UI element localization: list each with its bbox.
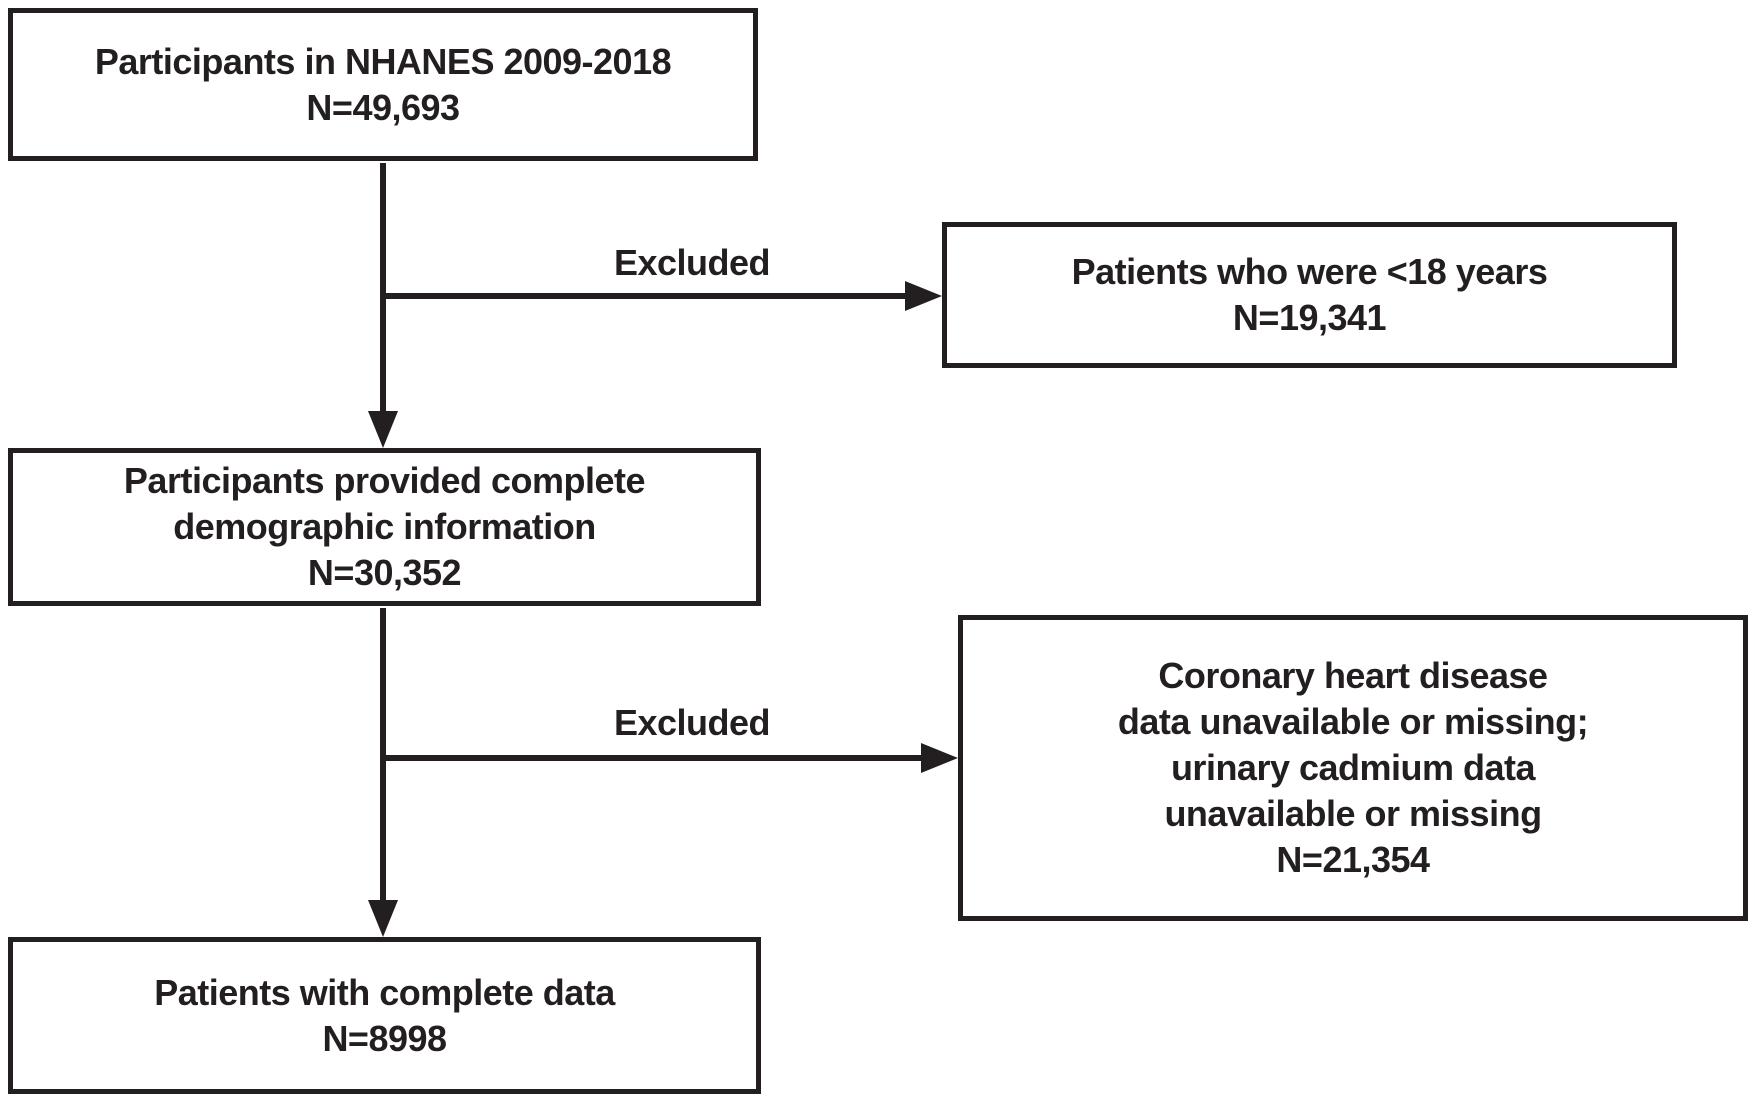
excluded-label-2: Excluded: [613, 702, 771, 743]
node-count-line: N=30,352: [307, 552, 462, 593]
node-complete-demographic-information: Participants provided complete demograph…: [8, 448, 761, 606]
node-text-line: Participants in NHANES 2009-2018: [94, 40, 672, 82]
arrow-down-1-head-icon: [368, 411, 398, 448]
node-nhanes-participants: Participants in NHANES 2009-2018 N=49,69…: [8, 8, 758, 161]
node-text-line: unavailable or missing: [1164, 793, 1542, 834]
excluded-label-1: Excluded: [613, 242, 771, 283]
node-text-line: data unavailable or missing;: [1117, 701, 1589, 742]
node-count-line: N=21,354: [1276, 839, 1430, 880]
node-text-line: Participants provided complete: [123, 460, 646, 501]
node-excluded-chd-cadmium-missing: Coronary heart disease data unavailable …: [958, 615, 1748, 921]
node-count-line: N=49,693: [306, 86, 460, 128]
node-text-line: Patients with complete data: [154, 971, 615, 1013]
node-text-line: demographic information: [173, 506, 596, 547]
node-count-line: N=8998: [322, 1017, 447, 1059]
node-excluded-under-18-years: Patients who were <18 years N=19,341: [942, 222, 1677, 368]
arrow-down-2-head-icon: [368, 900, 398, 937]
arrow-right-2-head-icon: [921, 743, 958, 773]
arrow-right-1-head-icon: [905, 281, 942, 311]
node-count-line: N=19,341: [1232, 297, 1387, 338]
node-text-line: urinary cadmium data: [1170, 747, 1536, 788]
node-patients-complete-data: Patients with complete data N=8998: [8, 937, 761, 1094]
node-text-line: Coronary heart disease: [1158, 655, 1548, 696]
node-text-line: Patients who were <18 years: [1071, 251, 1548, 292]
